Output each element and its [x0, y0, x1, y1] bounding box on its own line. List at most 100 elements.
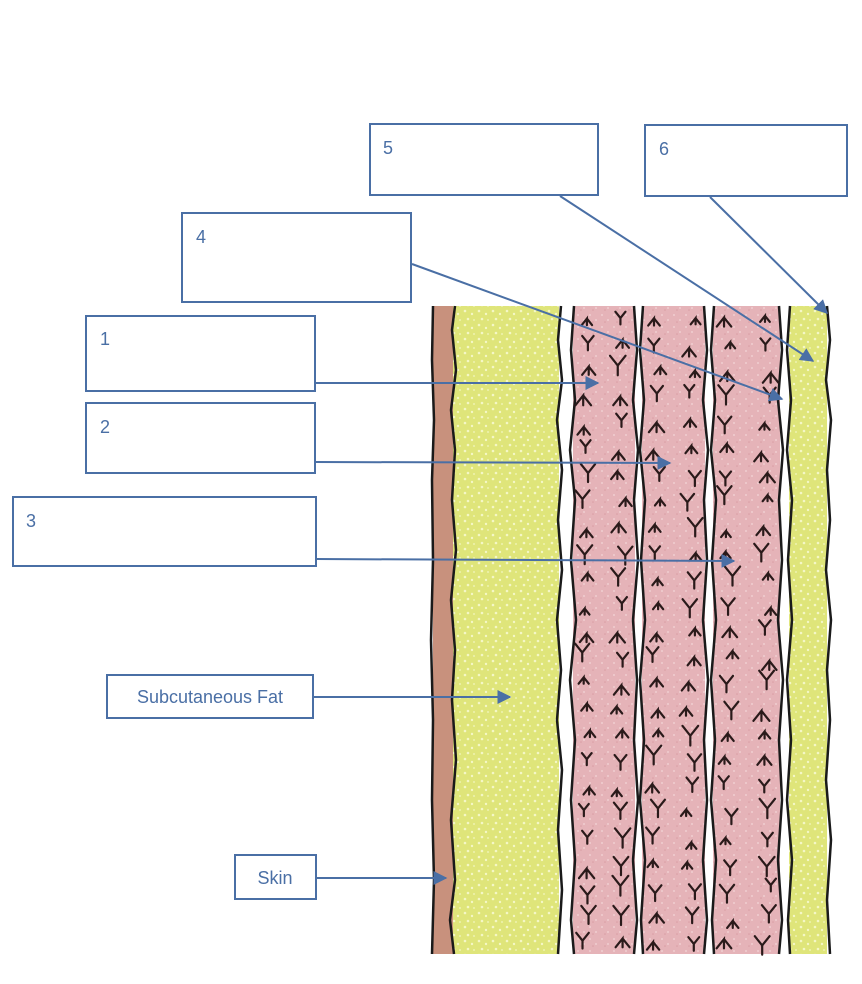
muscle-fiber-mark [723, 565, 742, 587]
tissue-cross-section [429, 305, 833, 956]
fascia-layer-2 [635, 306, 642, 954]
label-box-2[interactable]: 2 [85, 402, 316, 474]
muscle-fiber-mark [758, 420, 771, 431]
label-box-subcutaneous-fat[interactable]: Subcutaneous Fat [106, 674, 314, 719]
muscle-fiber-mark [757, 855, 776, 878]
muscle-fiber-mark [610, 786, 623, 798]
muscle-fiber-mark [725, 647, 740, 660]
muscle-fiber-marks [574, 310, 780, 956]
muscle-fiber-mark [764, 877, 777, 893]
muscle-fiber-mark [618, 495, 633, 508]
fat-fascia-edge [555, 305, 564, 955]
muscle-2-left-edge [638, 305, 647, 955]
label-subcutaneous-fat-text: Subcutaneous Fat [137, 687, 283, 707]
muscle-fiber-mark [719, 834, 732, 846]
muscle-fiber-mark [610, 520, 627, 534]
muscle-fiber-mark [574, 642, 591, 663]
muscle-fiber-mark [579, 526, 594, 539]
muscle-fiber-mark [724, 807, 739, 826]
muscle-fiber-mark [608, 354, 627, 377]
muscle-fiber-mark [650, 706, 666, 719]
muscle-fiber-mark [578, 630, 595, 644]
label-box-6[interactable]: 6 [644, 124, 848, 197]
muscle-fiber-mark [648, 545, 662, 561]
muscle-fiber-mark [611, 874, 630, 897]
muscle-fiber-mark [580, 752, 593, 767]
muscle-fiber-mark [758, 778, 771, 794]
muscle-fiber-mark [686, 571, 702, 590]
deep-outer-edge [824, 305, 833, 955]
muscle-fiber-mark [612, 904, 630, 927]
muscle-fiber-mark [615, 412, 628, 429]
muscle-fiber-mark [715, 935, 733, 950]
muscle-fiber-mark [652, 726, 665, 738]
muscle-fiber-mark [610, 448, 626, 461]
muscle-fiber-mark [716, 415, 733, 435]
muscle-fiber-mark [644, 780, 661, 794]
muscle-fiber-mark [581, 363, 597, 376]
muscle-fiber-mark [681, 724, 700, 747]
muscle-fiber-mark [761, 491, 774, 503]
muscle-fiber-mark [760, 831, 774, 848]
muscle-fiber-mark [753, 449, 769, 463]
muscle-fiber-mark [651, 575, 664, 587]
muscle-fiber-mark [614, 935, 631, 949]
muscle-fiber-mark [687, 936, 701, 952]
muscle-fiber-mark [759, 337, 772, 352]
muscle-fiber-mark [679, 492, 696, 512]
label-4-text: 4 [196, 227, 206, 247]
muscle-fiber-mark [718, 470, 733, 487]
muscle-fiber-mark [579, 439, 592, 454]
muscle-fiber-mark [653, 363, 668, 376]
muscle-fiber-mark [578, 605, 591, 616]
leader-line-4 [411, 263, 784, 402]
muscle-fiber-mark [757, 619, 772, 636]
muscle-fiber-mark [685, 839, 698, 850]
muscle-fiber-mark [581, 334, 595, 352]
muscle-fiber-mark [582, 784, 596, 796]
muscle-fiber-mark [757, 728, 772, 740]
label-box-3[interactable]: 3 [12, 496, 317, 567]
muscle-fiber-mark [576, 423, 592, 436]
muscle-fiber-mark [612, 682, 630, 696]
muscle-fiber-mark [686, 654, 702, 667]
muscle-fiber-mark [613, 753, 628, 771]
skin-layer [433, 306, 453, 954]
label-box-4[interactable]: 4 [181, 212, 412, 303]
muscle-fiber-mark [681, 598, 699, 619]
label-skin-text: Skin [257, 868, 292, 888]
label-box-1[interactable]: 1 [85, 315, 316, 392]
muscle-fiber-mark [612, 855, 630, 877]
muscle-fiber-mark [689, 315, 702, 326]
muscle-fiber-mark [577, 802, 590, 818]
muscle-2-right-edge [701, 305, 710, 955]
muscle-fiber-mark [688, 625, 702, 637]
muscle-fiber-mark [645, 826, 661, 845]
muscle-fiber-mark [647, 419, 666, 434]
muscle-fiber-mark [610, 567, 627, 587]
muscle-fiber-mark [580, 829, 594, 845]
muscle-fiber-mark [760, 904, 777, 924]
muscle-fiber-mark [686, 753, 703, 772]
label-3-text: 3 [26, 511, 36, 531]
muscle-fiber-mark [719, 440, 735, 454]
muscle-fiber-mark [615, 651, 630, 668]
muscle-fiber-mark [719, 527, 732, 539]
muscle-fiber-mark [610, 703, 624, 715]
muscle-fiber-mark [685, 776, 700, 794]
muscle-fiber-mark [612, 393, 629, 407]
skin-outer-edge [429, 305, 436, 955]
muscle-fiber-mark [758, 797, 777, 820]
subcutaneous-fat-layer [453, 306, 559, 954]
label-6-text: 6 [659, 139, 669, 159]
muscle-1-right-edge [631, 305, 640, 955]
muscle-fiber-mark [717, 775, 730, 791]
muscle-fiber-mark [645, 744, 663, 766]
label-box-skin[interactable]: Skin [234, 854, 317, 900]
muscle-fiber-mark [680, 679, 697, 692]
label-box-5[interactable]: 5 [369, 123, 599, 196]
muscle-fiber-mark [715, 314, 733, 328]
muscle-fiber-mark [755, 523, 772, 537]
muscle-fiber-mark [688, 367, 702, 379]
muscle-fiber-mark [647, 521, 662, 533]
